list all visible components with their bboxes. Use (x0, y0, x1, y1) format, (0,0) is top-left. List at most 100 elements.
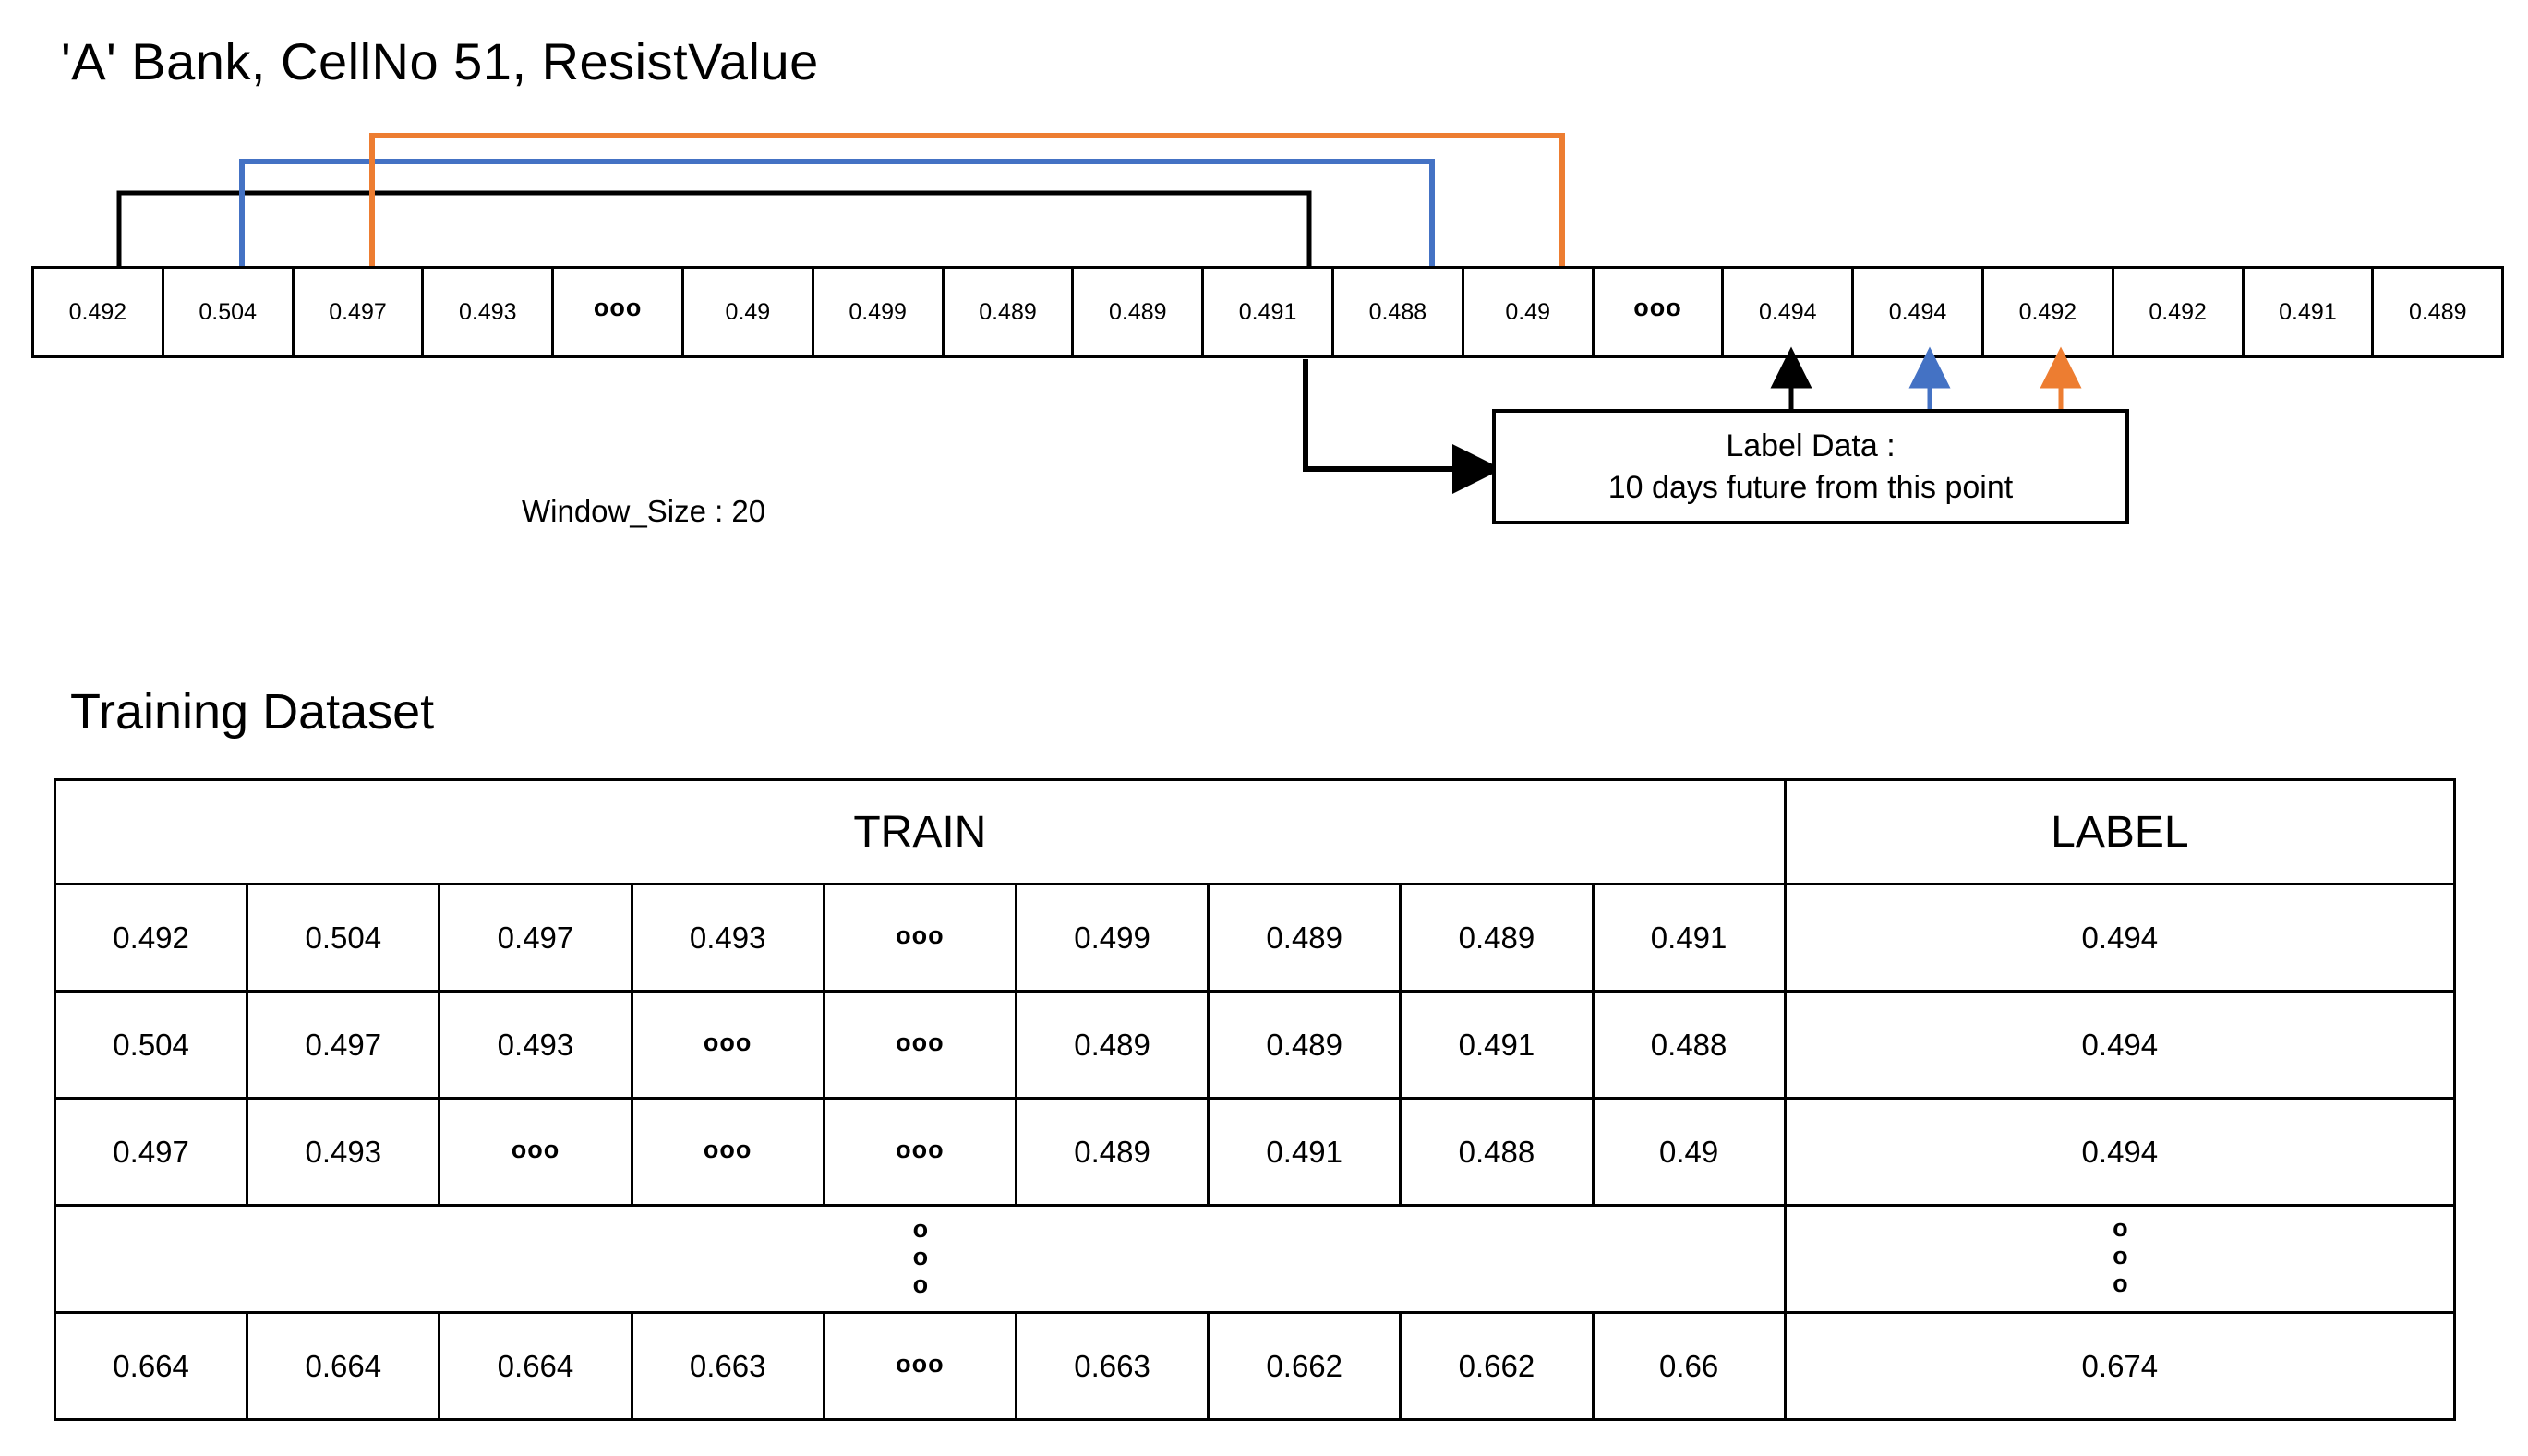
train-cell-value: 0.488 (1650, 1027, 1727, 1062)
train-cell: 0.504 (53, 990, 249, 1100)
train-cell: 0.489 (1399, 883, 1595, 993)
horizontal-ellipsis-icon: ooo (703, 1028, 752, 1056)
train-cell: 0.491 (1207, 1097, 1402, 1207)
train-cell-value: 0.493 (305, 1134, 382, 1169)
label-cell: 0.494 (1783, 990, 2457, 1100)
series-cell: 0.494 (1724, 269, 1855, 355)
label-cell-value: 0.674 (2081, 1348, 2159, 1383)
train-cell: 0.489 (1014, 1097, 1210, 1207)
series-cell: 0.49 (1464, 269, 1595, 355)
page-title: 'A' Bank, CellNo 51, ResistValue (61, 32, 819, 90)
train-cell: 0.491 (1399, 990, 1595, 1100)
train-cell: 0.664 (53, 1311, 249, 1421)
label-group-header: LABEL (1783, 778, 2457, 885)
train-cell-value: 0.489 (1266, 920, 1343, 955)
train-cell: 0.489 (1014, 990, 1210, 1100)
train-cell: 0.489 (1207, 990, 1402, 1100)
series-cell: ooo (554, 269, 684, 355)
series-cell: 0.494 (1854, 269, 1984, 355)
train-cell: ooo (822, 990, 1017, 1100)
train-cell-value: 0.489 (1074, 1134, 1150, 1169)
horizontal-ellipsis-icon: ooo (896, 1135, 945, 1163)
horizontal-ellipsis-icon: ooo (593, 293, 643, 321)
train-cell: 0.488 (1399, 1097, 1595, 1207)
train-cell-value: 0.488 (1458, 1134, 1535, 1169)
train-cell-value: 0.497 (497, 920, 574, 955)
train-cell: ooo (438, 1097, 633, 1207)
label-cell: ooo (1783, 1204, 2457, 1314)
series-cell-value: 0.499 (849, 298, 907, 325)
series-cell: 0.491 (1204, 269, 1334, 355)
train-cell-value: 0.489 (1266, 1027, 1343, 1062)
series-cell: 0.492 (34, 269, 164, 355)
series-cell-value: 0.492 (68, 298, 127, 325)
window-bracket-orange (369, 133, 1565, 266)
train-cell-value: 0.497 (113, 1134, 189, 1169)
horizontal-ellipsis-icon: ooo (703, 1135, 752, 1163)
series-cell: 0.491 (2245, 269, 2375, 355)
horizontal-ellipsis-icon: ooo (896, 1028, 945, 1056)
train-cell: 0.662 (1399, 1311, 1595, 1421)
series-cell: 0.499 (814, 269, 945, 355)
train-cell: 0.499 (1014, 883, 1210, 993)
train-cell-value: 0.664 (305, 1348, 382, 1383)
series-cell-value: 0.494 (1758, 298, 1817, 325)
series-cell-value: 0.489 (2408, 298, 2467, 325)
train-cell-value: 0.504 (113, 1027, 189, 1062)
window-size-label: Window_Size : 20 (522, 494, 766, 528)
train-cell: 0.662 (1207, 1311, 1402, 1421)
train-cell: 0.493 (246, 1097, 441, 1207)
series-cell-value: 0.49 (725, 298, 771, 325)
series-cell: 0.492 (1984, 269, 2114, 355)
train-cell-value: 0.66 (1658, 1348, 1719, 1383)
label-callout-connector (1303, 359, 1502, 494)
horizontal-ellipsis-icon: ooo (896, 921, 945, 949)
label-cell-value: 0.494 (2081, 1027, 2159, 1062)
train-cell: 0.497 (53, 1097, 249, 1207)
train-cell-value: 0.491 (1266, 1134, 1343, 1169)
series-cell-value: 0.492 (2149, 298, 2207, 325)
train-cell: 0.489 (1207, 883, 1402, 993)
label-cell-value: 0.494 (2081, 1134, 2159, 1169)
train-cell-value: 0.662 (1266, 1348, 1343, 1383)
train-cell: ooo (822, 1097, 1017, 1207)
series-cell: 0.489 (1074, 269, 1205, 355)
series-cell: 0.488 (1334, 269, 1464, 355)
series-cell: 0.497 (295, 269, 425, 355)
table-row: 0.504 0.497 0.493 ooo ooo 0.489 0.489 0.491 0.48… (53, 990, 2457, 1100)
train-cell-value: 0.664 (113, 1348, 189, 1383)
train-cell: ooo (630, 1097, 825, 1207)
train-cell-value: 0.663 (1074, 1348, 1150, 1383)
series-cell: 0.504 (164, 269, 295, 355)
train-cell: 0.488 (1591, 990, 1787, 1100)
table-header-row: TRAIN LABEL (54, 778, 2457, 885)
train-cell: 0.491 (1591, 883, 1787, 993)
series-cell-value: 0.491 (2279, 298, 2337, 325)
train-cell: 0.493 (630, 883, 825, 993)
train-cell: 0.497 (246, 990, 441, 1100)
train-cell-value: 0.497 (305, 1027, 382, 1062)
train-cell-value: 0.489 (1458, 920, 1535, 955)
train-cell: ooo (822, 1311, 1017, 1421)
horizontal-ellipsis-icon: ooo (896, 1349, 945, 1378)
train-cell-value: 0.504 (305, 920, 382, 955)
label-cell: 0.494 (1783, 1097, 2457, 1207)
train-cell: 0.66 (1591, 1311, 1787, 1421)
window-bracket-blue (239, 159, 1435, 266)
series-cell-value: 0.497 (329, 298, 387, 325)
train-cell-value: 0.664 (497, 1348, 574, 1383)
window-bracket-black (116, 190, 1312, 266)
series-cell-value: 0.49 (1505, 298, 1550, 325)
label-data-line-2: 10 days future from this point (1607, 469, 2014, 505)
train-cell-value: 0.493 (497, 1027, 574, 1062)
train-cell-value: 0.491 (1458, 1027, 1535, 1062)
train-cell: 0.504 (246, 883, 441, 993)
train-cell: ooo (822, 883, 1017, 993)
series-cell-value: 0.489 (979, 298, 1037, 325)
series-cell-value: 0.493 (459, 298, 517, 325)
